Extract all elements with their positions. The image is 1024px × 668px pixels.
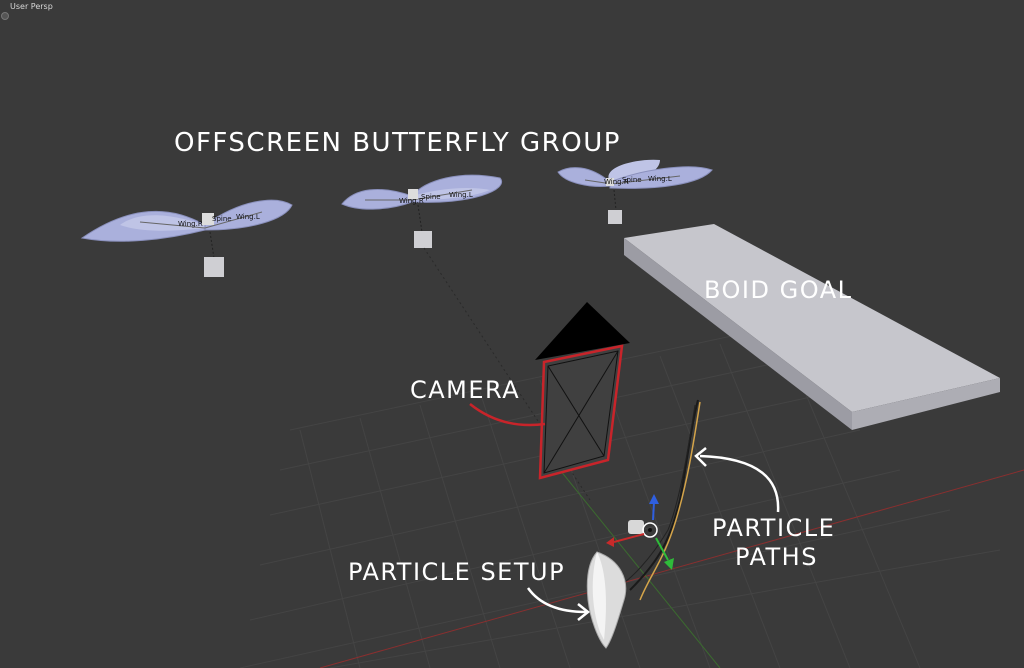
gizmo-x-arrow[interactable] — [606, 537, 614, 547]
particle-emitter[interactable] — [586, 520, 658, 649]
paths-annotation-arrow — [699, 454, 780, 513]
annotation-particle-paths-line2: paths — [735, 543, 818, 571]
bone-label: Spine — [622, 176, 642, 184]
tether-line — [613, 189, 617, 211]
control-cube — [414, 231, 432, 248]
annotation-offscreen-group: Offscreen butterfly group — [174, 128, 621, 158]
boid-goal-object[interactable] — [624, 224, 1000, 430]
gizmo-y-axis — [655, 537, 669, 561]
body-block — [606, 178, 614, 186]
butterfly-rig-2[interactable]: Wing.R Spine Wing.L — [341, 174, 503, 248]
tether-line — [209, 231, 215, 259]
camera-annotation-arrow — [469, 403, 546, 427]
transform-gizmo[interactable] — [606, 494, 674, 570]
bone-label: Spine — [212, 215, 232, 223]
control-cube — [608, 210, 622, 224]
camera-frustum-line — [543, 350, 619, 474]
butterfly-wing — [341, 189, 413, 210]
view-navigation-icon[interactable] — [1, 12, 9, 20]
camera-frustum-line — [547, 365, 605, 457]
particle-path — [619, 404, 696, 586]
setup-arrow-head — [577, 603, 591, 621]
gizmo-x-axis — [613, 533, 645, 543]
setup-annotation-arrow — [526, 587, 587, 614]
butterfly-wing — [204, 199, 293, 231]
object-origin-dot — [648, 528, 652, 532]
annotation-boid-goal: Boid goal — [704, 276, 853, 304]
goal-top-face — [624, 224, 1000, 412]
bone-label: Wing.R — [399, 197, 424, 205]
butterfly-rig-1[interactable]: Wing.R Spine Wing.L — [80, 199, 293, 277]
y-axis-line — [559, 469, 721, 668]
bone-label: Wing.L — [648, 175, 672, 183]
camera-object[interactable] — [535, 302, 630, 480]
paths-arrow-head — [694, 447, 707, 467]
butterfly-rig-3[interactable]: Wing.R Spine Wing.L — [557, 159, 713, 224]
bone-line — [411, 189, 473, 201]
butterfly-wing — [120, 215, 205, 231]
camera-up-triangle — [535, 302, 630, 360]
bone-label: Wing.R — [604, 178, 629, 186]
butterfly-wing — [609, 166, 713, 189]
gizmo-z-arrow[interactable] — [649, 494, 659, 504]
object-origin — [642, 522, 658, 538]
bone-line — [139, 221, 206, 229]
view-label: User Persp — [10, 2, 53, 11]
body-block — [202, 213, 214, 225]
annotation-particle-setup: Particle setup — [348, 558, 566, 586]
butterfly-wing — [557, 167, 611, 187]
bone-label: Wing.L — [236, 213, 260, 221]
particle-paths[interactable] — [619, 399, 701, 601]
goal-side-face — [624, 238, 852, 430]
emitter-mesh — [586, 551, 627, 649]
emitter-shading — [592, 552, 606, 640]
bone-label: Wing.L — [449, 191, 473, 199]
tether-line — [417, 204, 423, 233]
bone-label: Wing.R — [178, 220, 203, 228]
emitter-base — [628, 520, 644, 534]
gizmo-y-arrow[interactable] — [664, 558, 674, 570]
gizmo-z-axis — [652, 501, 655, 521]
annotation-particle-paths-line1: Particle — [712, 514, 836, 542]
control-cube — [204, 257, 224, 277]
bone-line — [204, 211, 263, 229]
bone-line — [611, 175, 681, 185]
body-block — [408, 189, 418, 199]
annotation-camera: Camera — [410, 376, 521, 404]
particle-path — [639, 401, 701, 601]
particle-path — [629, 399, 699, 591]
goal-front-face — [852, 378, 1000, 430]
bone-label: Spine — [421, 193, 441, 201]
